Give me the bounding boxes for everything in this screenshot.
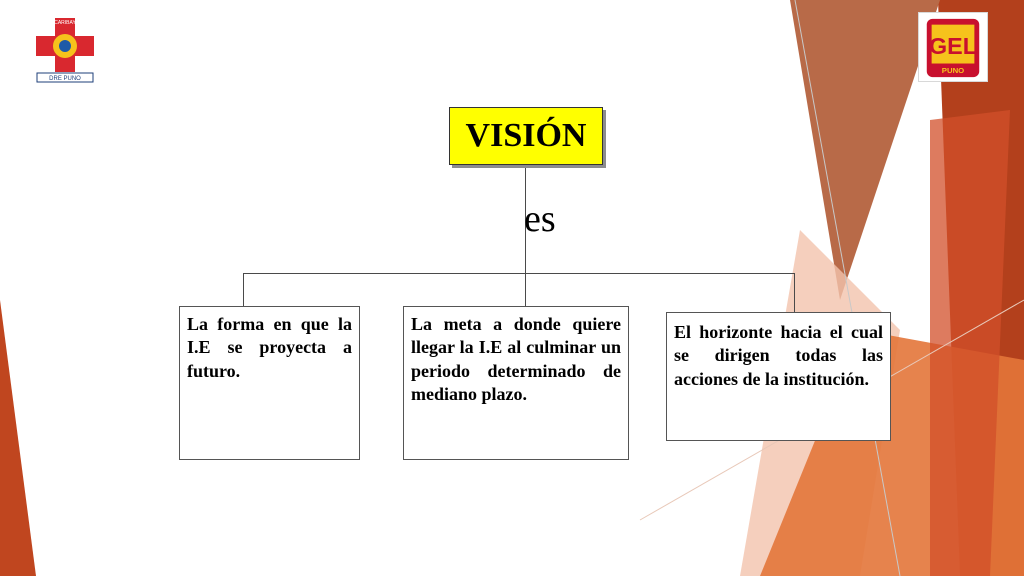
dre-puno-logo: CARIBAY DRE PUNO — [36, 18, 94, 83]
vision-title-box: VISIÓN — [449, 107, 603, 165]
dre-logo-top-text: CARIBAY — [54, 20, 76, 26]
connector-verb: es — [524, 198, 556, 240]
connector-drop-left — [243, 273, 244, 306]
definition-box-3: El horizonte hacia el cual se dirigen to… — [666, 312, 891, 441]
connector-vertical-main — [525, 165, 526, 306]
connector-drop-right — [794, 273, 795, 312]
bg-shape-brown-wedge — [790, 0, 940, 300]
vision-title: VISIÓN — [465, 117, 587, 154]
ugel-logo-sub-text: PUNO — [942, 66, 964, 75]
bg-thin-line-1 — [794, 0, 901, 576]
dre-logo-bottom-text: DRE PUNO — [49, 76, 81, 82]
definition-box-2: La meta a donde quiere llegar la I.E al … — [403, 306, 629, 460]
bg-shape-left-wedge — [0, 300, 36, 576]
definition-box-1: La forma en que la I.E se proyecta a fut… — [179, 306, 360, 460]
connector-horizontal — [243, 273, 795, 274]
definition-text-1: La forma en que la I.E se proyecta a fut… — [187, 314, 352, 381]
definition-text-3: El horizonte hacia el cual se dirigen to… — [674, 322, 883, 389]
bg-shape-red-strip — [930, 110, 1010, 576]
definition-text-2: La meta a donde quiere llegar la I.E al … — [411, 314, 621, 405]
ugel-logo-main-text: GEL — [929, 33, 977, 59]
ugel-puno-logo: GEL PUNO — [918, 12, 988, 82]
